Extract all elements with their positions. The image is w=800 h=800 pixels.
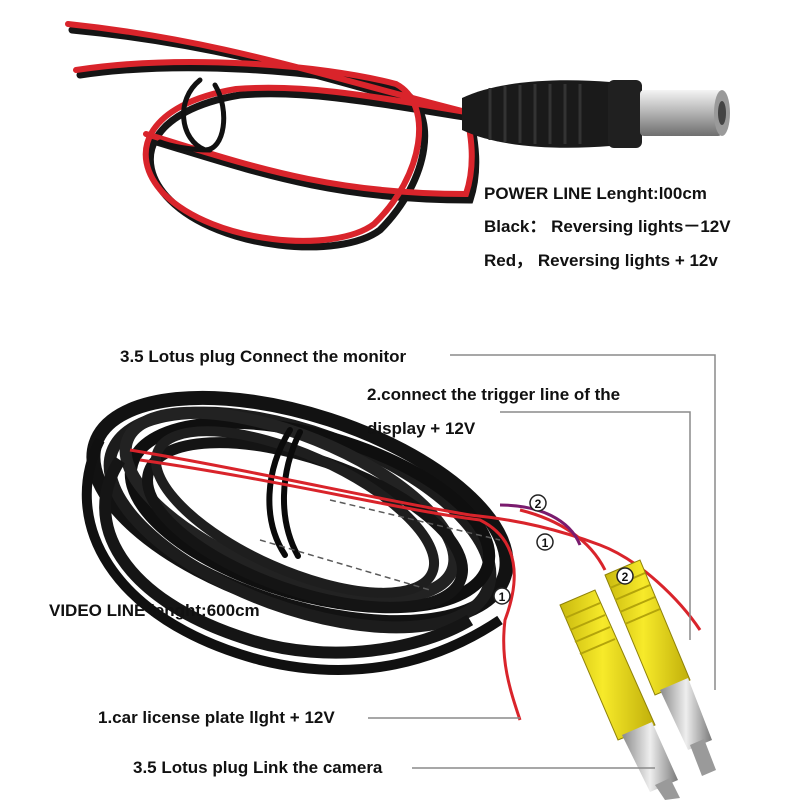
- trigger-line-label-2: display + 12V: [367, 419, 476, 438]
- camera-plug-label: 3.5 Lotus plug Link the camera: [133, 758, 383, 777]
- black-wire-label: Black： Reversing lights－12V: [484, 217, 731, 236]
- power-wire-red: [65, 21, 475, 244]
- dc-power-plug: [462, 80, 730, 148]
- power-line-title: POWER LINE Lenght:l00cm: [484, 184, 707, 203]
- trigger-line-label-1: 2.connect the trigger line of the: [367, 385, 621, 404]
- red-trigger-wires: [129, 448, 702, 721]
- svg-text:1: 1: [542, 536, 549, 550]
- leader-trigger: [500, 411, 691, 640]
- red-wire-label: Red， Reversing lights + 12v: [484, 251, 718, 270]
- video-line-length-label: VIDEO LINE lenght:600cm: [49, 601, 260, 620]
- badge-2-upper: 2: [529, 494, 547, 512]
- leader-monitor: [450, 354, 716, 690]
- badge-1-lower: 1: [493, 587, 511, 605]
- svg-text:2: 2: [535, 497, 542, 511]
- video-cable-tie: [266, 427, 303, 559]
- svg-text:1: 1: [499, 590, 506, 604]
- badge-1-upper: 1: [536, 533, 554, 551]
- rca-plug-front: [559, 589, 680, 800]
- video-cable-coil: [81, 390, 514, 675]
- monitor-plug-label: 3.5 Lotus plug Connect the monitor: [120, 347, 407, 366]
- svg-text:2: 2: [622, 570, 629, 584]
- rca-plug-rear: [604, 559, 716, 776]
- power-cable-tie: [157, 77, 227, 153]
- badge-2-lower: 2: [616, 567, 634, 585]
- leader-lines: [368, 354, 716, 769]
- power-cable: [65, 21, 480, 251]
- plate-light-label: 1.car license plate llght + 12V: [98, 708, 335, 727]
